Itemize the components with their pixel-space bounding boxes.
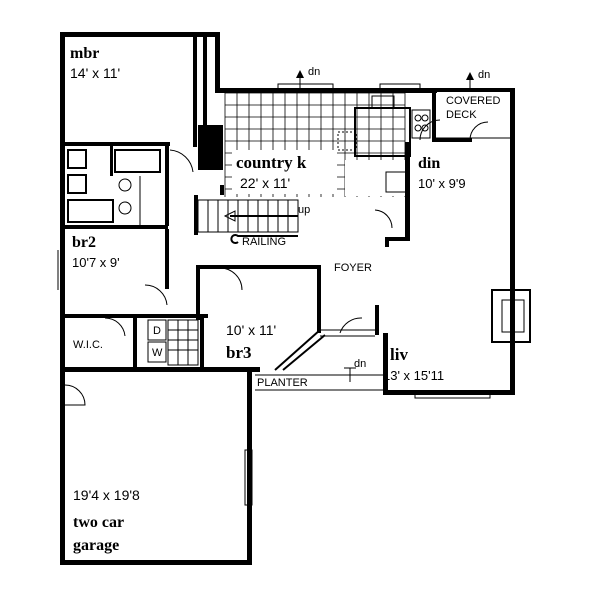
stairs-up-label: up: [298, 204, 310, 216]
room-labels: mbr 14' x 11' country k 22' x 11' din 10…: [70, 45, 500, 554]
interior-walls: [60, 37, 472, 372]
railing-label: RAILING: [242, 236, 286, 248]
br2-size: 10'7 x 9': [72, 255, 120, 270]
br3-size: 10' x 11': [226, 322, 276, 338]
kitchen-tile-floor: [224, 92, 406, 197]
mbr-size: 14' x 11': [70, 65, 120, 81]
din-size: 10' x 9'9: [418, 176, 466, 191]
foyer-label: FOYER: [334, 262, 372, 274]
country-kitchen-name: country k: [236, 153, 307, 172]
garage-line1: two car: [73, 514, 124, 531]
mbr-name: mbr: [70, 45, 99, 62]
kitchen-label-backdrop: [232, 150, 337, 194]
wic-label: W.I.C.: [73, 339, 103, 351]
deck-dn-label: dn: [478, 69, 490, 81]
garage-line2: garage: [73, 537, 119, 554]
din-name: din: [418, 155, 440, 172]
entry-dn-label: dn: [354, 358, 366, 370]
dryer-label: D: [153, 325, 161, 337]
plan-details: [57, 33, 531, 506]
country-kitchen-size: 22' x 11': [240, 175, 290, 191]
garage-size: 19'4 x 19'8: [73, 487, 140, 503]
covered-deck-line1: COVERED: [446, 95, 500, 107]
stairs: [197, 199, 299, 233]
liv-size: 13' x 15'11: [383, 368, 444, 383]
liv-name: liv: [390, 345, 408, 364]
br3-name: br3: [226, 343, 252, 362]
kitchen-right-backdrop: [345, 160, 405, 196]
br2-name: br2: [72, 234, 96, 251]
planter-label: PLANTER: [257, 377, 308, 389]
covered-deck-line2: DECK: [446, 109, 477, 121]
kitchen-dn-label: dn: [308, 66, 320, 78]
washer-label: W: [152, 347, 163, 359]
